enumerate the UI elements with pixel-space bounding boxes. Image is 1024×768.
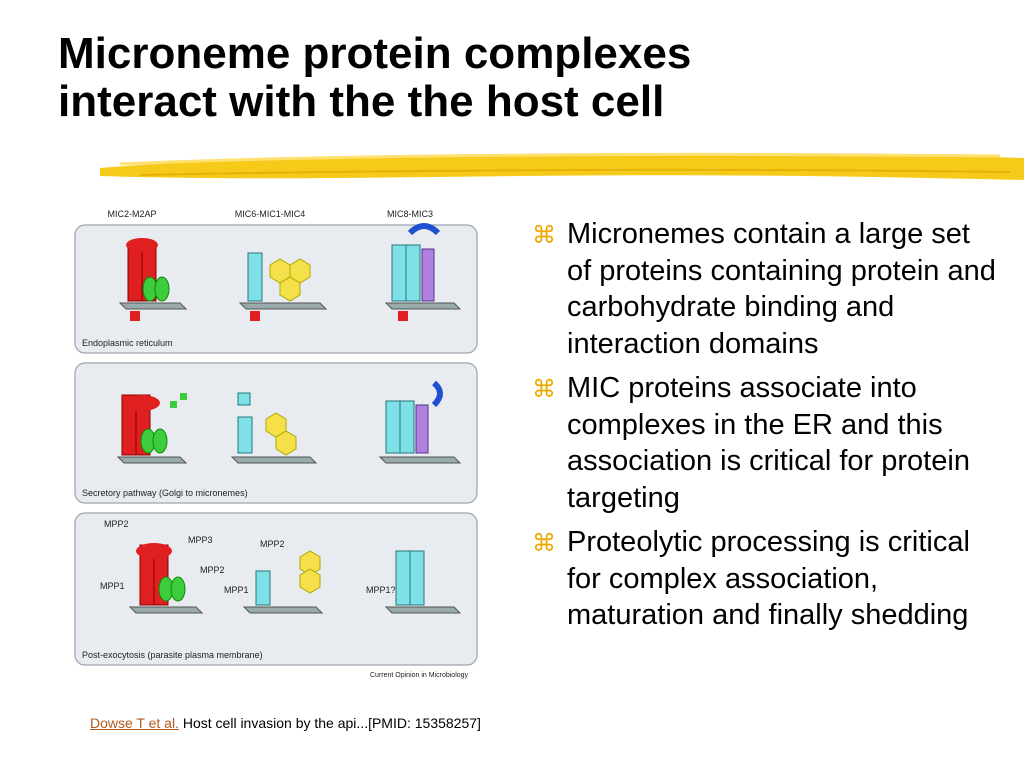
mic8-mic3-complex [384, 223, 462, 321]
microneme-figure: MIC2-M2AP MIC6-MIC1-MIC4 MIC8-MIC3 Endop… [74, 209, 478, 679]
command-icon: ⌘ [532, 222, 556, 249]
bullet-text: Proteolytic processing is critical for c… [567, 526, 970, 631]
mpp-label: MPP2 [104, 519, 129, 529]
bullet-item: ⌘ Micronemes contain a large set of prote… [530, 216, 1000, 362]
mpp-label: MPP2 [260, 539, 285, 549]
mpp-label: MPP1 [224, 585, 249, 595]
figure-col-label: MIC8-MIC3 [387, 209, 433, 219]
mpp-label: MPP1? [366, 585, 396, 595]
highlighter-stroke [100, 152, 1024, 180]
mpp-label: MPP1 [100, 581, 125, 591]
citation-text: Host cell invasion by the api...[PMID: 1… [178, 715, 481, 731]
citation-link[interactable]: Dowse T et al. [90, 715, 179, 731]
panel-label: Secretory pathway (Golgi to micronemes) [82, 488, 248, 498]
bullet-list: ⌘ Micronemes contain a large set of prote… [530, 216, 1000, 642]
secretory-complexes [116, 380, 462, 464]
mpp-label: MPP2 [200, 565, 225, 575]
figure-panel [74, 512, 478, 666]
bullet-item: ⌘ MIC proteins associate into complexes i… [530, 370, 1000, 516]
panel-label: Endoplasmic reticulum [82, 338, 173, 348]
command-icon: ⌘ [532, 530, 556, 557]
bullet-text: Micronemes contain a large set of protei… [567, 218, 996, 360]
command-icon: ⌘ [532, 376, 556, 403]
figure-col-label: MIC2-M2AP [107, 209, 156, 219]
bullet-item: ⌘ Proteolytic processing is critical for … [530, 524, 1000, 634]
figure-source: Current Opinion in Microbiology [370, 672, 469, 679]
mpp-label: MPP3 [188, 535, 213, 545]
figure-panel [74, 224, 478, 354]
mic2-m2ap-complex [118, 238, 188, 321]
panel-label: Post-exocytosis (parasite plasma membran… [82, 650, 263, 660]
mic6-mic1-mic4-complex [238, 252, 328, 321]
citation: Dowse T et al. Host cell invasion by the… [90, 715, 481, 731]
title-line-2: interact with the the host cell [58, 77, 665, 126]
title-line-1: Microneme protein complexes [58, 29, 692, 78]
bullet-text: MIC proteins associate into complexes in… [567, 372, 970, 514]
slide-title: Microneme protein complexes interact wit… [58, 30, 691, 126]
post-exocytosis-complexes [128, 543, 462, 614]
figure-col-label: MIC6-MIC1-MIC4 [235, 209, 306, 219]
